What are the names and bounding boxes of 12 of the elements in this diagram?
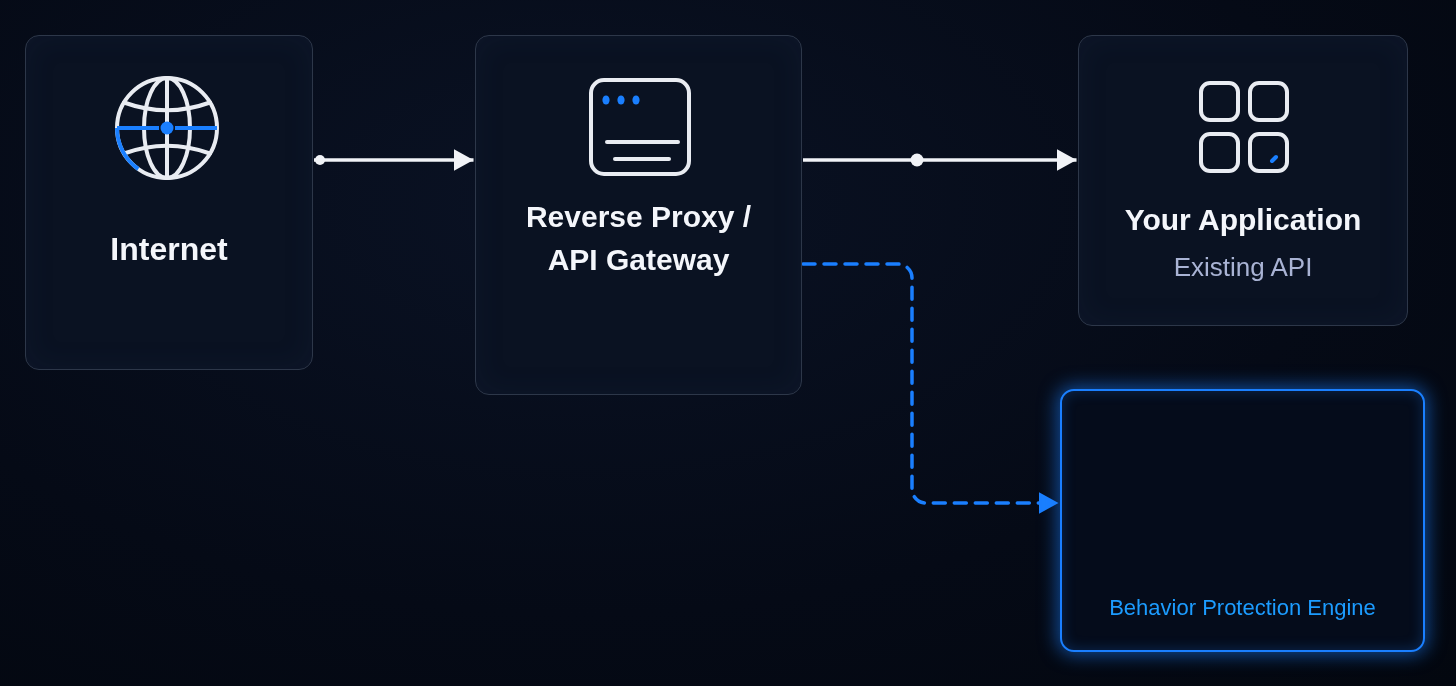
node-title: Internet — [109, 230, 229, 269]
node-card — [475, 35, 802, 395]
dashed-arrow — [801, 262, 1061, 514]
node-subtitle: Existing API — [1172, 252, 1314, 284]
arrow — [314, 149, 474, 171]
node-card — [25, 35, 313, 370]
highlighted-node-card — [1060, 389, 1425, 652]
arrow — [803, 149, 1077, 171]
node-subtitle: Behavior Protection Engine — [1108, 595, 1377, 622]
node-title: Reverse Proxy / API Gateway — [524, 199, 753, 278]
node-title: Your Application — [1123, 202, 1363, 238]
node-card — [1078, 35, 1408, 326]
